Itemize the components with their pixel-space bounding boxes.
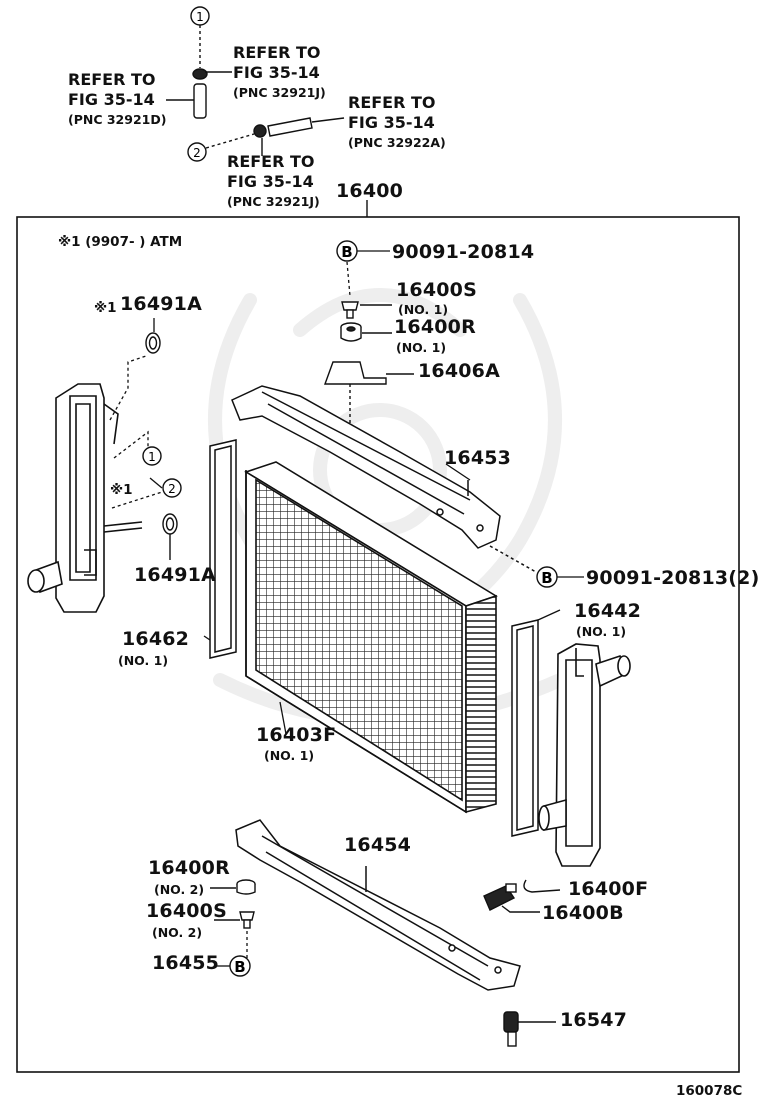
refer-label-1-line1: REFER TO bbox=[233, 43, 321, 62]
refer-label-1-pnc: (PNC 32921J) bbox=[233, 85, 326, 100]
upper-hose-group bbox=[166, 6, 345, 162]
part-16400R-no2[interactable]: 16400R bbox=[148, 857, 230, 879]
star1-mark-left: ※1 bbox=[110, 482, 133, 498]
refer-label-3-line2: FIG 35-14 bbox=[348, 113, 435, 132]
marker-2-text-left: 2 bbox=[168, 482, 176, 496]
bolt-16400S-no2 bbox=[214, 911, 255, 929]
b-marker-right-text: B bbox=[541, 569, 552, 587]
part-16400[interactable]: 16400 bbox=[336, 180, 404, 202]
part-16491A-top[interactable]: 16491A bbox=[120, 293, 203, 315]
refer-label-4: REFER TO FIG 35-14 (PNC 32921J) bbox=[227, 152, 320, 212]
refer-label-2-line2: FIG 35-14 bbox=[68, 90, 155, 109]
part-16547[interactable]: 16547 bbox=[560, 1009, 628, 1031]
part-16453[interactable]: 16453 bbox=[444, 447, 512, 469]
part-16400R-no1[interactable]: 16400R bbox=[394, 316, 476, 338]
marker-1-text-left: 1 bbox=[148, 450, 156, 464]
part-16403F[interactable]: 16403F bbox=[256, 724, 337, 746]
radiator-core-16403F bbox=[244, 461, 498, 814]
refer-label-2-line1: REFER TO bbox=[68, 70, 156, 89]
part-90091-20814[interactable]: 90091-20814 bbox=[392, 241, 535, 263]
refer-label-4-line1: REFER TO bbox=[227, 152, 315, 171]
part-16400R-no2-sub: (NO. 2) bbox=[154, 882, 205, 897]
marker-2-circle-left bbox=[162, 478, 182, 498]
marker-1-circle-left bbox=[142, 446, 162, 466]
applicability-note: ※1 (9907- ) ATM bbox=[58, 234, 183, 250]
refer-label-3: REFER TO FIG 35-14 (PNC 32922A) bbox=[348, 93, 446, 153]
marker-2-circle-top bbox=[187, 142, 207, 162]
right-tank bbox=[538, 643, 631, 867]
part-16462[interactable]: 16462 bbox=[122, 628, 190, 650]
part-16400B[interactable]: 16400B bbox=[542, 902, 624, 924]
seal-16462 bbox=[209, 439, 237, 659]
part-16400F[interactable]: 16400F bbox=[568, 878, 649, 900]
main-frame bbox=[16, 216, 740, 1073]
part-16400R-no1-sub: (NO. 1) bbox=[396, 340, 447, 355]
b-marker-top-text: B bbox=[341, 243, 352, 261]
refer-label-2-pnc: (PNC 32921D) bbox=[68, 112, 167, 127]
star1-mark-top: ※1 bbox=[94, 300, 117, 316]
lower-support-16454 bbox=[235, 819, 521, 991]
part-16406A[interactable]: 16406A bbox=[418, 360, 501, 382]
b-marker-bottom-text: B bbox=[234, 958, 245, 976]
part-16400S-no2[interactable]: 16400S bbox=[146, 900, 227, 922]
bracket-16406A bbox=[324, 361, 414, 440]
part-16454[interactable]: 16454 bbox=[344, 834, 412, 856]
marker-2-text-top: 2 bbox=[193, 146, 201, 160]
refer-label-3-line1: REFER TO bbox=[348, 93, 436, 112]
refer-label-4-line2: FIG 35-14 bbox=[227, 172, 314, 191]
refer-label-1: REFER TO FIG 35-14 (PNC 32921J) bbox=[233, 43, 326, 103]
drain-cock bbox=[483, 879, 561, 913]
part-16491A-bottom[interactable]: 16491A bbox=[134, 564, 217, 586]
seal-16442 bbox=[511, 619, 539, 837]
bolt-16400S-no1 bbox=[341, 301, 392, 319]
part-16462-sub: (NO. 1) bbox=[118, 653, 169, 668]
part-16400S-no1[interactable]: 16400S bbox=[396, 279, 477, 301]
refer-label-1-line2: FIG 35-14 bbox=[233, 63, 320, 82]
refer-label-4-pnc: (PNC 32921J) bbox=[227, 194, 320, 209]
upper-support-16453 bbox=[231, 385, 537, 573]
part-16403F-sub: (NO. 1) bbox=[264, 748, 315, 763]
refer-label-2: REFER TO FIG 35-14 (PNC 32921D) bbox=[68, 70, 166, 130]
marker-1-text-top: 1 bbox=[196, 10, 204, 24]
mount-16400R-no1 bbox=[340, 322, 392, 342]
part-16400S-no1-sub: (NO. 1) bbox=[398, 302, 449, 317]
part-90091-20813[interactable]: 90091-20813(2) bbox=[586, 567, 760, 589]
part-16455[interactable]: 16455 bbox=[152, 952, 220, 974]
refer-label-3-pnc: (PNC 32922A) bbox=[348, 135, 446, 150]
part-16442-sub: (NO. 1) bbox=[576, 624, 627, 639]
left-tank-assembly bbox=[27, 383, 143, 613]
mount-16400R-no2 bbox=[210, 879, 256, 895]
part-16442[interactable]: 16442 bbox=[574, 600, 642, 622]
figure-code: 160078C bbox=[676, 1083, 743, 1099]
part-16400S-no2-sub: (NO. 2) bbox=[152, 925, 203, 940]
clip-16547 bbox=[503, 1011, 556, 1047]
